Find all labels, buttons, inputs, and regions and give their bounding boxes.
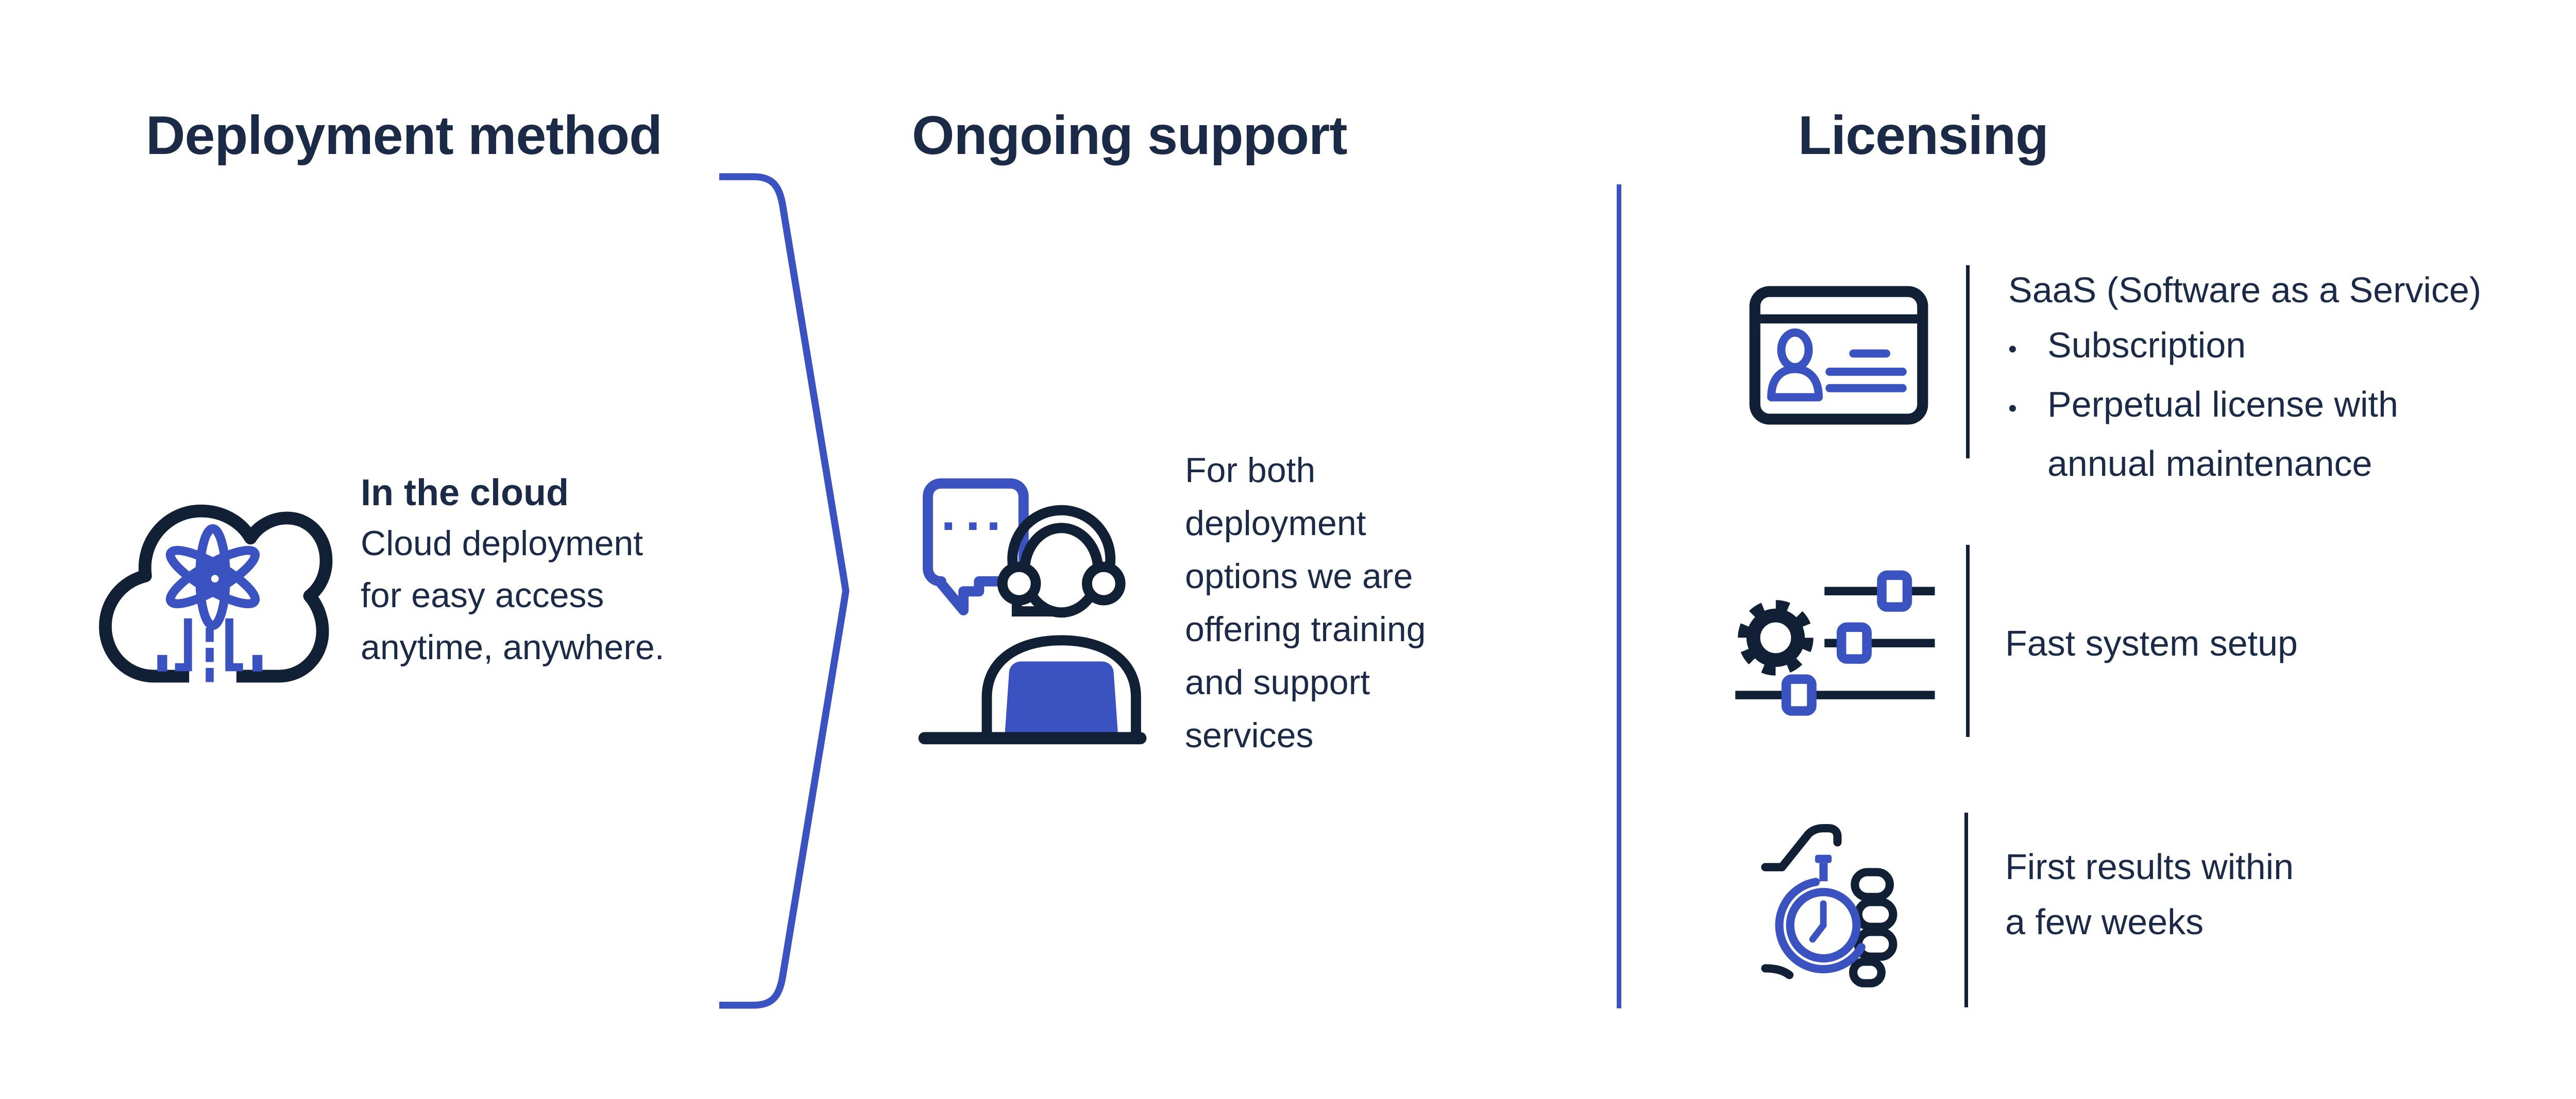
support-line: offering training [1185,610,1426,649]
licensing-section-divider [1617,184,1621,1008]
stopwatch [1775,854,1866,973]
settings-sliders-icon [1735,570,1935,716]
ongoing-support-heading: Ongoing support [912,105,1348,166]
support-line: For both [1185,451,1316,490]
support-line: deployment [1185,504,1366,543]
saas-bullet-perpetual-cont: annual maintenance [2047,443,2372,484]
gear-teeth [1738,600,1814,676]
row-divider [1966,545,1970,737]
support-paragraph: For both deployment options we are offer… [1185,444,1426,762]
deployment-method-heading: Deployment method [146,105,663,166]
deployment-item: In the cloud Cloud deployment for easy a… [361,469,665,674]
deployment-line: for easy access [361,576,604,615]
deployment-item-title: In the cloud [361,472,569,513]
bullet-dot: • [2008,336,2017,363]
licensing-row-results: First results within a few weeks [2005,847,2294,942]
cloud-rain-lines [157,618,263,682]
bullet-dot: • [2008,395,2017,422]
saas-title: SaaS (Software as a Service) [2008,270,2482,310]
agent-figure [918,505,1147,745]
id-card-icon [1749,286,1928,425]
deployment-line: anytime, anywhere. [361,628,665,667]
row-divider [1966,265,1970,458]
row-divider [1964,813,1968,1007]
brace-connector [719,173,850,1009]
support-agent-icon [918,478,1147,745]
support-line: options we are [1185,557,1413,596]
deployment-line: Cloud deployment [361,524,643,563]
licensing-row-saas: SaaS (Software as a Service) • Subscript… [2008,263,2481,491]
licensing-row-setup: Fast system setup [2005,623,2298,663]
support-line: services [1185,716,1314,755]
licensing-heading: Licensing [1798,105,2049,166]
hand-stopwatch-icon [1761,824,1897,988]
support-line: and support [1185,663,1370,702]
cloud-atom-icon [99,504,333,683]
saas-bullet-perpetual: • Perpetual license with [2008,377,2481,436]
atom-symbol [165,524,260,630]
saas-bullet-subscription: • Subscription [2008,318,2481,377]
